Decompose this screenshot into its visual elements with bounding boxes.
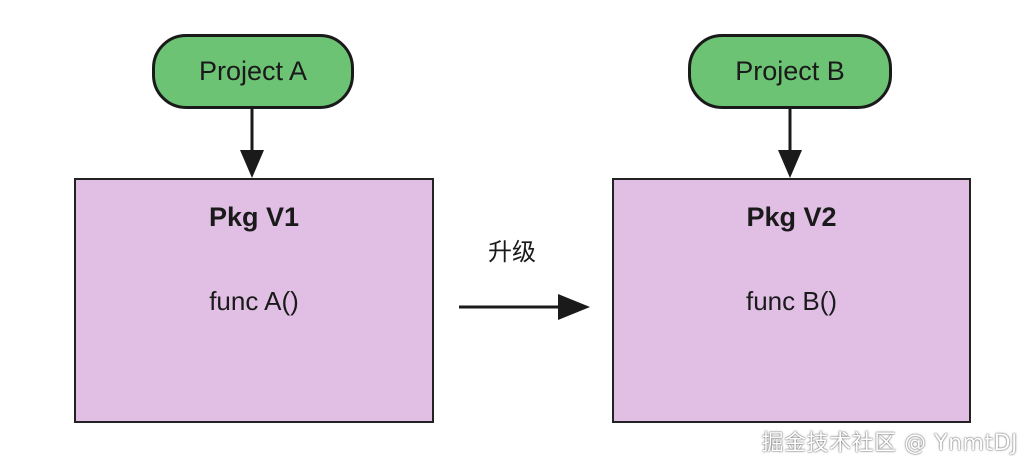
arrow-upgrade [459,294,590,320]
arrow-project-b-to-pkg-v2 [778,109,802,178]
pkg-v2-title: Pkg V2 [746,202,837,232]
pkg-v2-node: Pkg V2 func B() [612,178,971,423]
project-a-label: Project A [198,56,308,86]
arrow-project-a-to-pkg-v1 [240,109,264,178]
pkg-v1-func: func A() [209,286,299,316]
upgrade-label: 升级 [488,238,536,266]
pkg-v1-title: Pkg V1 [208,202,300,232]
project-b-node: Project B [688,34,892,109]
project-b-label: Project B [735,56,845,86]
pkg-v1-node: Pkg V1 func A() [74,178,434,423]
watermark-text: 掘金技术社区 @ YnmtDJ [761,431,1018,456]
project-a-node: Project A [152,34,354,109]
pkg-v2-func: func B() [745,286,838,316]
